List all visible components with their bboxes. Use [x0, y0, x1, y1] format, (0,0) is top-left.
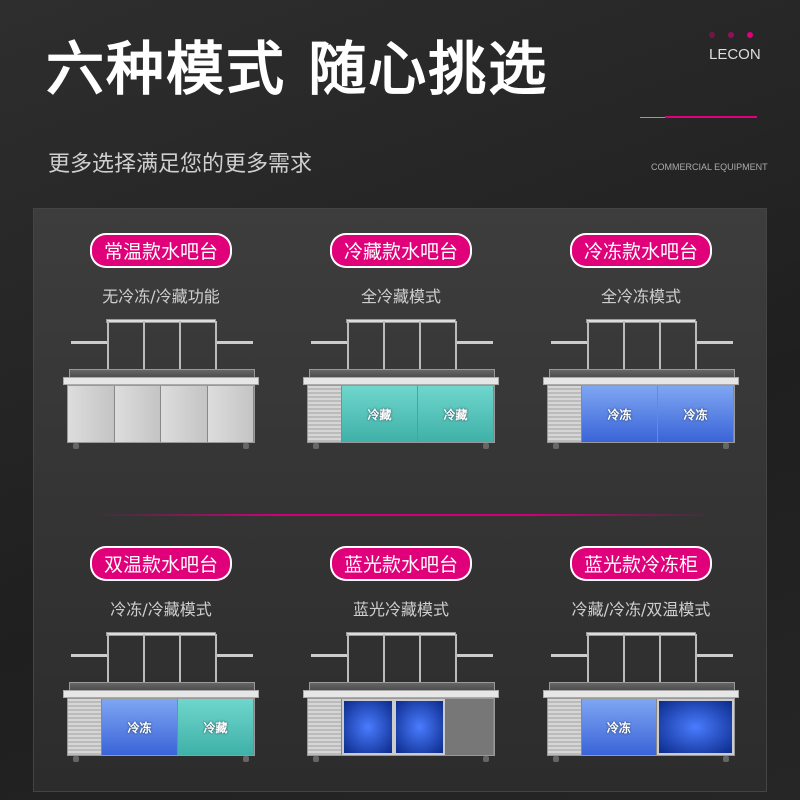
door-steel — [161, 386, 208, 442]
door-steel — [207, 386, 254, 442]
product-card: 冷冻款水吧台 全冷冻模式 冷冻冷冻 — [521, 209, 761, 469]
water-bar-counter-image: 冷冻 — [541, 632, 741, 767]
door-glass — [342, 699, 394, 755]
door-blue: 冷冻 — [582, 699, 657, 755]
product-description: 全冷冻模式 — [600, 287, 681, 306]
product-grid: 常温款水吧台 无冷冻/冷藏功能 冷藏款水吧台 全冷藏模式 冷藏冷藏 冷冻款水吧台… — [33, 208, 767, 792]
brand-dots-icon — [709, 32, 753, 38]
water-bar-counter-image: 冷藏冷藏 — [301, 319, 501, 454]
door-steel — [68, 386, 115, 442]
door-steel — [114, 386, 161, 442]
product-description: 冷冻/冷藏模式 — [110, 600, 212, 619]
product-description: 全冷藏模式 — [360, 287, 441, 306]
product-card: 常温款水吧台 无冷冻/冷藏功能 — [41, 209, 281, 469]
door-blue: 冷冻 — [582, 386, 658, 442]
door-blue: 冷冻 — [102, 699, 178, 755]
product-card: 双温款水吧台 冷冻/冷藏模式 冷冻冷藏 — [41, 522, 281, 782]
product-name-badge: 双温款水吧台 — [89, 546, 233, 581]
accent-divider — [665, 116, 757, 118]
page-subtitle: 更多选择满足您的更多需求 — [48, 152, 313, 177]
page-title: 六种模式 随心挑选 — [46, 35, 549, 103]
product-description: 蓝光冷藏模式 — [352, 600, 449, 619]
product-card: 冷藏款水吧台 全冷藏模式 冷藏冷藏 — [281, 209, 521, 469]
door-blue: 冷冻 — [658, 386, 734, 442]
water-bar-counter-image — [301, 632, 501, 767]
product-name-badge: 常温款水吧台 — [89, 233, 233, 268]
door-teal: 冷藏 — [178, 699, 254, 755]
product-name-badge: 蓝光款冷冻柜 — [569, 546, 713, 581]
door-open — [445, 699, 495, 755]
product-card: 蓝光款冷冻柜 冷藏/冷冻/双温模式 冷冻 — [521, 522, 761, 782]
door-teal: 冷藏 — [418, 386, 494, 442]
brand-tagline: COMMERCIAL EQUIPMENT — [651, 162, 768, 172]
door-glass — [656, 699, 734, 755]
water-bar-counter-image: 冷冻冷冻 — [541, 319, 741, 454]
water-bar-counter-image: 冷冻冷藏 — [61, 632, 261, 767]
brand-logo: LECON — [709, 46, 761, 63]
door-glass — [393, 699, 446, 755]
divider — [640, 117, 666, 118]
product-description: 无冷冻/冷藏功能 — [102, 287, 220, 306]
product-card: 蓝光款水吧台 蓝光冷藏模式 — [281, 522, 521, 782]
product-name-badge: 蓝光款水吧台 — [329, 546, 473, 581]
product-name-badge: 冷冻款水吧台 — [569, 233, 713, 268]
product-name-badge: 冷藏款水吧台 — [329, 233, 473, 268]
row-divider — [94, 514, 714, 516]
product-description: 冷藏/冷冻/双温模式 — [571, 600, 711, 619]
door-teal: 冷藏 — [342, 386, 418, 442]
water-bar-counter-image — [61, 319, 261, 454]
